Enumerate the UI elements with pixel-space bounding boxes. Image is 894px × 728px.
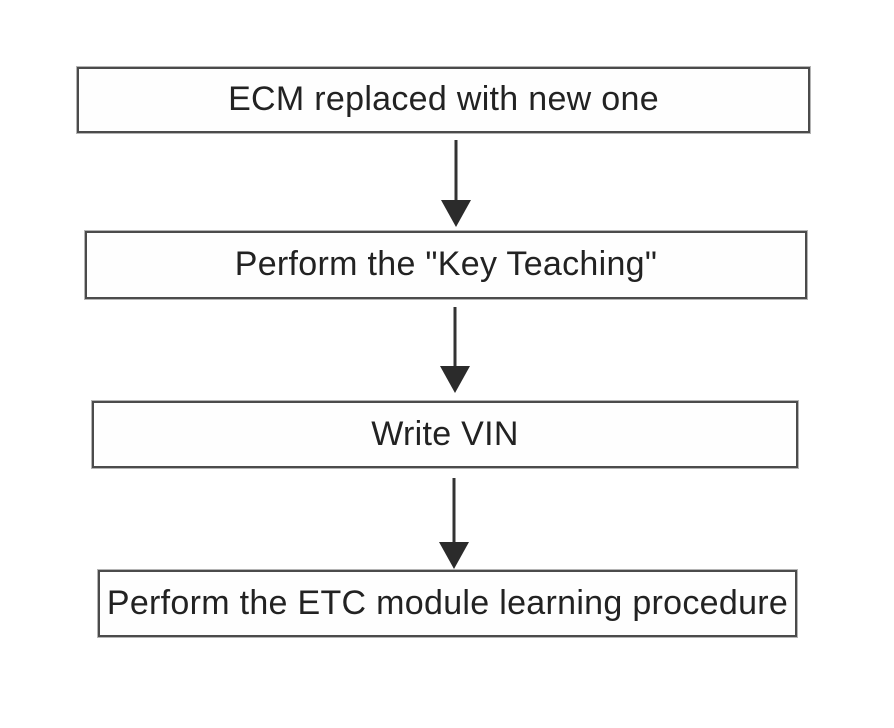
flow-node-write-vin: Write VIN: [92, 401, 798, 468]
flow-node-ecm-replaced: ECM replaced with new one: [77, 67, 810, 133]
down-arrow-icon: [439, 478, 469, 569]
flow-node-label: Perform the "Key Teaching": [234, 245, 658, 284]
flow-node-label: Write VIN: [371, 414, 519, 453]
flow-node-key-teaching: Perform the "Key Teaching": [85, 231, 807, 299]
down-arrow-icon: [440, 307, 470, 393]
flow-node-label: ECM replaced with new one: [228, 80, 659, 119]
flow-node-label: Perform the ETC module learning procedur…: [106, 583, 789, 622]
down-arrow-icon: [441, 140, 471, 227]
flow-node-etc-learning: Perform the ETC module learning procedur…: [98, 570, 797, 637]
